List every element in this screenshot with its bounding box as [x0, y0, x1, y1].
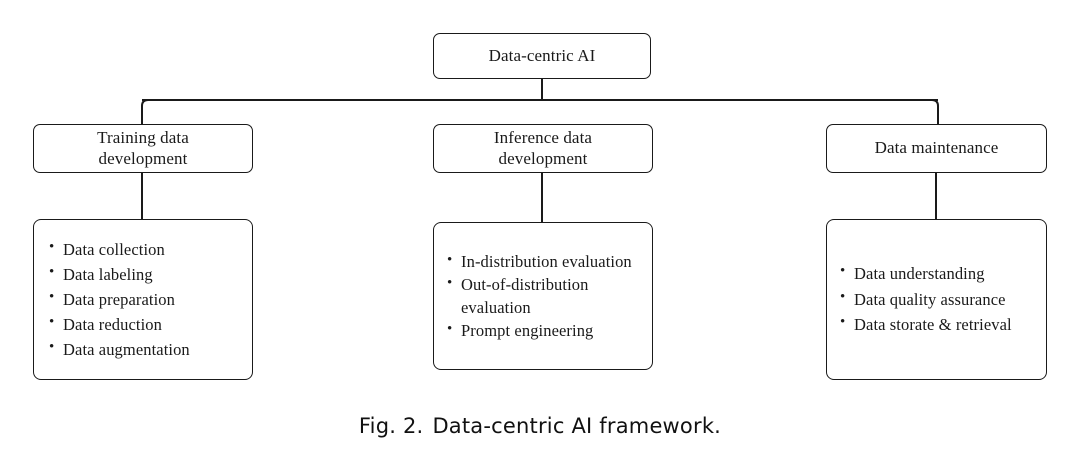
list-item[interactable]: Data storate & retrieval	[839, 312, 1038, 338]
caption-prefix: Fig. 2.	[358, 414, 424, 438]
list-item[interactable]: Data augmentation	[48, 337, 242, 362]
node-data-maintenance[interactable]: Data maintenance	[826, 124, 1047, 173]
bullet-list-inference: In-distribution evaluation Out-of-distri…	[446, 250, 642, 342]
list-training-data-development: Data collection Data labeling Data prepa…	[33, 219, 253, 380]
node-maintenance-label: Data maintenance	[874, 138, 999, 158]
list-item[interactable]: Data reduction	[48, 312, 242, 337]
node-training-label: Training data development	[97, 128, 189, 168]
list-data-maintenance: Data understanding Data quality assuranc…	[826, 219, 1047, 380]
caption-text: Data-centric AI framework.	[432, 414, 722, 438]
figure-caption: Fig. 2. Data-centric AI framework.	[0, 414, 1080, 438]
node-training-data-development[interactable]: Training data development	[33, 124, 253, 173]
list-item[interactable]: Data collection	[48, 237, 242, 262]
node-inference-label: Inference data development	[493, 128, 593, 168]
list-item[interactable]: Data understanding	[839, 261, 1038, 287]
bullet-list-maintenance: Data understanding Data quality assuranc…	[839, 261, 1038, 338]
list-item[interactable]: Prompt engineering	[446, 319, 642, 342]
bullet-list-training: Data collection Data labeling Data prepa…	[48, 237, 242, 362]
list-item[interactable]: Out-of-distribution evaluation	[446, 273, 642, 319]
node-inference-data-development[interactable]: Inference data development	[433, 124, 653, 173]
list-item[interactable]: Data preparation	[48, 287, 242, 312]
list-inference-data-development: In-distribution evaluation Out-of-distri…	[433, 222, 653, 370]
list-item[interactable]: Data quality assurance	[839, 287, 1038, 313]
list-item[interactable]: Data labeling	[48, 262, 242, 287]
node-root-label: Data-centric AI	[488, 45, 596, 65]
node-data-centric-ai[interactable]: Data-centric AI	[433, 33, 651, 79]
list-item[interactable]: In-distribution evaluation	[446, 250, 642, 273]
